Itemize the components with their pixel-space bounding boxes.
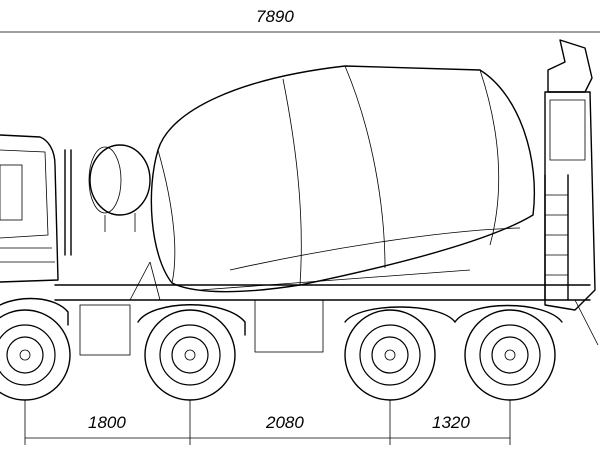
mixer-drum (150, 65, 536, 293)
fenders (0, 297, 563, 336)
wheel-rear-axle-1 (344, 309, 436, 401)
wheel-front-axle-1 (0, 309, 71, 401)
rear-hopper-and-ladder (544, 39, 599, 346)
axle-spacing-dimensions: 1800 2080 1320 (24, 400, 511, 445)
chassis-frame (54, 261, 591, 356)
axle-spacing-label-2: 2080 (265, 413, 304, 432)
axle-spacing-label-1: 1800 (88, 413, 126, 432)
axle-spacing-label-3: 1320 (432, 413, 470, 432)
overall-length-label: 7890 (256, 7, 294, 26)
wheel-front-axle-2 (144, 309, 236, 401)
truck-cab (0, 134, 72, 283)
wheel-rear-axle-2 (464, 309, 556, 401)
overall-length-dimension: 7890 (0, 7, 600, 33)
water-tank (88, 144, 151, 232)
